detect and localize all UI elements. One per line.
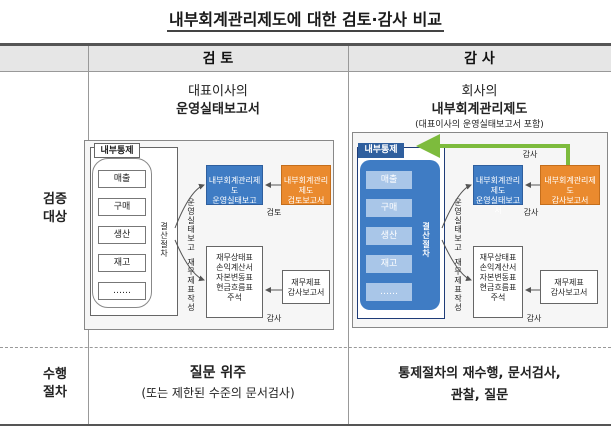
column-divider-right bbox=[348, 46, 349, 424]
row-divider bbox=[0, 347, 611, 348]
audit-process-production: 생산 bbox=[366, 227, 412, 245]
review-fs-audit-box: 재무제표 감사보고서 bbox=[282, 270, 330, 304]
review-edge-review: 검토 bbox=[266, 208, 282, 217]
audit-ops-report-box: 내부회계관리제도 운영실태보고서 bbox=[473, 165, 523, 215]
audit-process-sales: 매출 bbox=[366, 171, 412, 189]
audit-subject-line2: 내부회계관리제도 bbox=[431, 102, 528, 117]
table-top-border bbox=[0, 43, 611, 46]
audit-procedure-line2: 관찰, 질문 bbox=[450, 388, 509, 403]
audit-subject-line1: 회사의 bbox=[461, 84, 498, 99]
review-edge-audit: 감사 bbox=[266, 314, 282, 323]
review-fs-box: 재무상태표 손익계산서 자본변동표 현금흐름표 주석 bbox=[206, 246, 263, 318]
review-ops-report-box: 내부회계관리제도 운영실태보고 bbox=[206, 165, 263, 205]
header-blank bbox=[0, 46, 88, 72]
review-process-purchase: 구매 bbox=[98, 198, 146, 216]
review-subject-line1: 대표이사의 bbox=[188, 84, 248, 99]
review-review-report-box: 내부회계관리제도 검토보고서 bbox=[281, 165, 331, 205]
review-procedure-line1: 질문 위주 bbox=[189, 365, 247, 381]
review-process-inventory: 재고 bbox=[98, 254, 146, 272]
review-procedure-line2: (또는 제한된 수준의 문서검사) bbox=[141, 386, 295, 400]
row-label-target: 검증 대상 bbox=[43, 192, 67, 225]
audit-fs-audit-box: 재무제표 감사보고서 bbox=[540, 270, 598, 304]
review-internal-control-label: 내부통제 bbox=[94, 143, 140, 158]
review-closing-label: 결산 절차 bbox=[160, 222, 168, 258]
review-process-etc: …… bbox=[98, 282, 146, 300]
audit-procedure-line1: 통제절차의 재수행, 문서검사, bbox=[398, 366, 561, 381]
audit-edge-audit-top: 감사 bbox=[522, 150, 538, 159]
audit-process-inventory: 재고 bbox=[366, 255, 412, 273]
table-bottom-border bbox=[0, 424, 611, 426]
page-title: 내부회계관리제도에 대한 검토·감사 비교 bbox=[0, 6, 611, 32]
row-label-procedure: 수행 절차 bbox=[43, 367, 67, 400]
audit-internal-control-label: 내부통제 bbox=[358, 143, 404, 158]
audit-process-purchase: 구매 bbox=[366, 199, 412, 217]
review-process-production: 생산 bbox=[98, 226, 146, 244]
audit-subject-line3: (대표이사의 운영실태보고서 포함) bbox=[415, 120, 544, 130]
header-review: 검 토 bbox=[88, 46, 348, 72]
audit-edge-audit: 감사 bbox=[523, 208, 539, 217]
audit-edge-audit-fs: 감사 bbox=[526, 314, 542, 323]
header-audit: 감 사 bbox=[348, 46, 611, 72]
review-process-sales: 매출 bbox=[98, 170, 146, 188]
audit-process-etc: …… bbox=[366, 283, 412, 301]
audit-fs-box: 재무상태표 손익계산서 자본변동표 현금흐름표 주석 bbox=[473, 246, 523, 318]
review-subject-line2: 운영실태보고서 bbox=[176, 102, 260, 117]
audit-closing-label: 결산 절차 bbox=[422, 222, 430, 258]
audit-audit-report-box: 내부회계관리제도 감사보고서 bbox=[540, 165, 600, 205]
